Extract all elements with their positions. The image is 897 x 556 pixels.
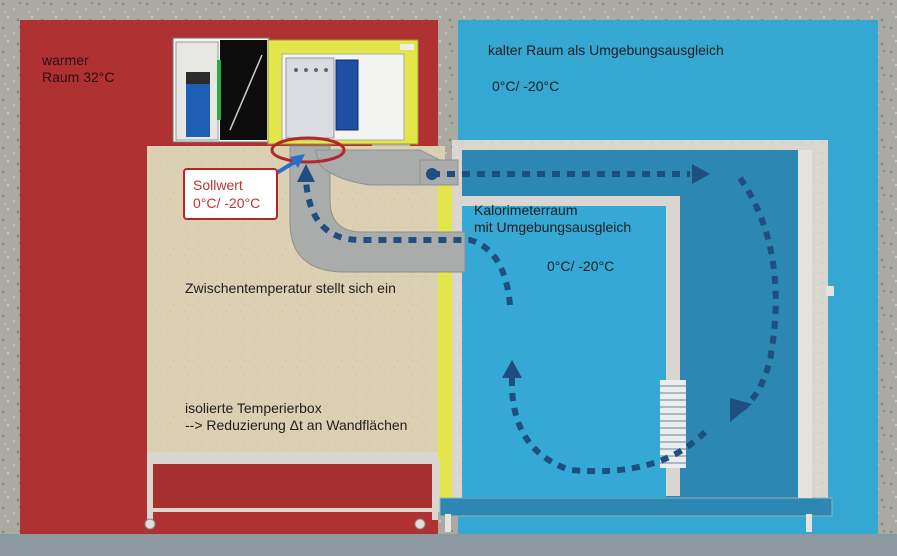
cooling-unit xyxy=(172,37,419,145)
label-cold-room-temp: 0°C/ -20°C xyxy=(492,78,560,94)
calorimeter-inner-room xyxy=(462,206,666,498)
label-calorimeter-room: Kalorimeterraum mit Umgebungsausgleich xyxy=(474,202,632,235)
label-setpoint: Sollwert 0°C/ -20°C xyxy=(193,177,261,211)
label-cold-room: kalter Raum als Umgebungsausgleich xyxy=(488,42,724,58)
airflow-arrows xyxy=(303,171,779,475)
label-calorimeter-temp: 0°C/ -20°C xyxy=(547,258,615,274)
calorimeter-leg-left xyxy=(445,514,451,532)
floor-strip xyxy=(0,534,897,556)
stand-leg-left xyxy=(147,462,153,520)
insulated-box-bottom-frame xyxy=(147,452,445,462)
box-stand xyxy=(148,460,440,512)
calorimeter-floor xyxy=(439,497,833,517)
stand-wheel-right xyxy=(414,518,426,530)
heat-exchanger xyxy=(660,380,686,468)
setpoint-sensor-marker xyxy=(270,136,346,164)
calorimeter-right-wall xyxy=(798,150,812,498)
stand-leg-right xyxy=(432,462,438,520)
airflow-arrowheads xyxy=(297,164,752,422)
setpoint-pointer-head xyxy=(290,154,305,168)
stand-wheel-left xyxy=(144,518,156,530)
label-intermediate-temp: Zwischentemperatur stellt sich ein xyxy=(185,280,396,296)
label-warm-room: warmer Raum 32°C xyxy=(42,52,115,85)
calorimeter-right-cap xyxy=(826,286,834,296)
label-insulated-box: isolierte Temperierbox --> Reduzierung Δ… xyxy=(185,400,408,433)
calorimeter-inner-ceiling xyxy=(462,196,680,206)
setpoint-callout: Sollwert 0°C/ -20°C xyxy=(183,168,278,220)
calorimeter-leg-right xyxy=(806,514,812,532)
